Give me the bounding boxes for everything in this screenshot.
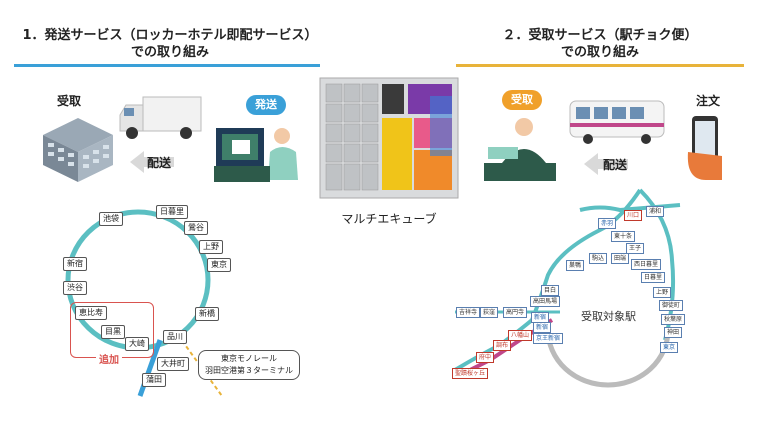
station-meguro: 目黒 — [101, 325, 125, 339]
delivery-truck-icon — [119, 96, 202, 139]
rstation-koenji: 高円寺 — [503, 307, 528, 318]
station-ebisu: 恵比寿 — [75, 306, 107, 320]
right-title-line1: ２．受取サービス（駅チョク便） — [502, 28, 698, 43]
right-title-line2: での取り組み — [560, 45, 639, 60]
receive-badge: 受取 — [502, 90, 542, 110]
smartphone-order-icon — [687, 116, 722, 180]
rstation-ueno: 上野 — [653, 287, 672, 298]
station-shimbashi: 新橋 — [195, 307, 219, 321]
rstation-keio-shinjuku: 京王新宿 — [533, 333, 564, 344]
left-delivery-arrow-icon — [130, 151, 174, 173]
rstation-urawa: 浦和 — [646, 206, 665, 217]
station-osaki: 大崎 — [125, 337, 149, 351]
rstation-tokyo: 東京 — [660, 342, 679, 353]
locker-illustration — [319, 77, 459, 199]
order-label: 注文 — [696, 94, 721, 108]
left-title-line2: での取り組み — [130, 45, 209, 60]
rstation-seiseki-sakuragaoka: 聖蹟桜ヶ丘 — [452, 368, 489, 379]
station-ikebukuro: 池袋 — [99, 212, 123, 226]
person-receiving-icon — [484, 118, 556, 181]
station-tokyo: 東京 — [207, 258, 231, 272]
rstation-okachimachi: 御徒町 — [659, 300, 684, 311]
rstation-nippori: 日暮里 — [641, 272, 666, 283]
added-label: 追加 — [96, 351, 122, 366]
rstation-oji: 王子 — [626, 243, 645, 254]
monorail-line1: 東京モノレール — [221, 354, 277, 363]
rstation-fuchu: 府中 — [476, 352, 495, 363]
station-shibuya: 渋谷 — [63, 281, 87, 295]
rstation-takadanobaba: 高田馬場 — [530, 296, 561, 307]
right-delivery-arrow-icon — [584, 153, 628, 175]
station-shinjuku: 新宿 — [63, 257, 87, 271]
left-title-line1: 1．発送サービス（ロッカーホテル即配サービス） — [22, 28, 318, 43]
station-oimachi: 大井町 — [157, 357, 189, 371]
person-sending-icon — [214, 128, 298, 182]
target-stations-label: 受取対象駅 — [581, 310, 636, 323]
rstation-kanda: 神田 — [664, 327, 683, 338]
left-delivery-label: 配送 — [147, 156, 172, 170]
receive-label: 受取 — [57, 94, 82, 108]
locker-label: マルチエキューブ — [341, 212, 437, 226]
station-nippori: 日暮里 — [156, 205, 188, 219]
left-title: 1．発送サービス（ロッカーホテル即配サービス） での取り組み — [10, 27, 330, 61]
rstation-chofu: 調布 — [493, 340, 512, 351]
right-title-rule — [456, 64, 744, 67]
rstation-higashi-jujo: 東十条 — [611, 231, 636, 242]
monorail-callout: 東京モノレール 羽田空港第３ターミナル — [198, 350, 300, 380]
train-icon — [569, 100, 665, 144]
rstation-shinjuku-2: 新宿 — [533, 322, 552, 333]
rstation-ogikubo: 荻窪 — [480, 307, 499, 318]
rstation-kawaguchi: 川口 — [624, 210, 643, 221]
station-shinagawa: 品川 — [163, 330, 187, 344]
rstation-komagome: 駒込 — [589, 253, 608, 264]
rstation-kichijoji: 吉祥寺 — [456, 307, 481, 318]
right-delivery-label: 配送 — [603, 158, 628, 172]
rstation-akabane: 赤羽 — [598, 218, 617, 229]
station-kamata: 蒲田 — [142, 373, 166, 387]
station-uguisudani: 鶯谷 — [184, 221, 208, 235]
rstation-hachimanyama: 八幡山 — [508, 330, 533, 341]
office-building-icon — [43, 118, 113, 182]
right-title: ２．受取サービス（駅チョク便） での取り組み — [450, 27, 750, 61]
rstation-mejiro: 目白 — [541, 285, 560, 296]
monorail-line2: 羽田空港第３ターミナル — [205, 366, 293, 375]
left-title-rule — [14, 64, 320, 67]
rstation-nishi-nippori: 西日暮里 — [631, 259, 662, 270]
station-ueno: 上野 — [199, 240, 223, 254]
send-badge: 発送 — [246, 95, 286, 115]
rstation-tabata: 田端 — [611, 253, 630, 264]
rstation-sugamo: 巣鴨 — [566, 260, 585, 271]
rstation-akihabara: 秋葉原 — [661, 314, 686, 325]
